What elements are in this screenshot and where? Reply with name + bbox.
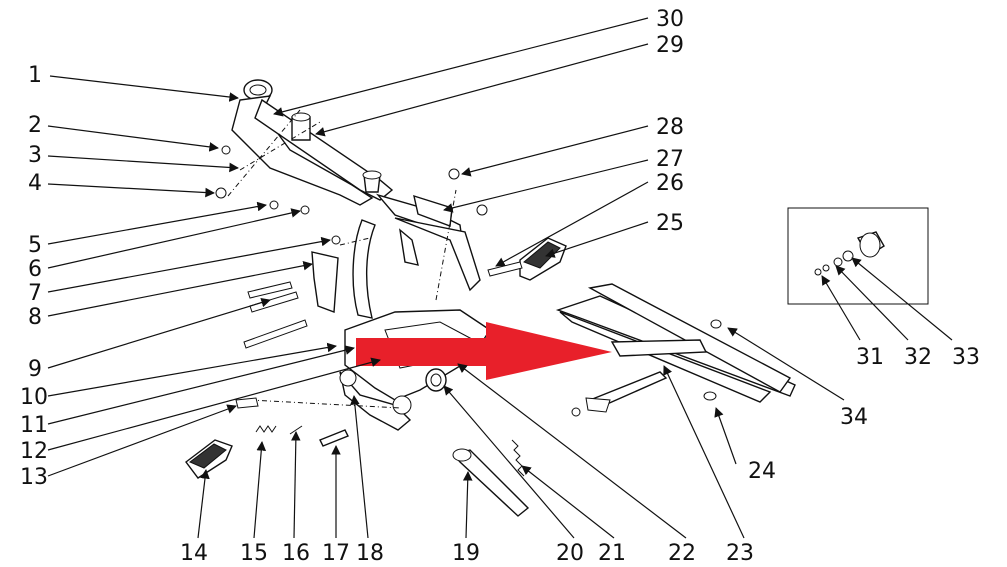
callout-2: 2 [28,113,42,138]
leader-lines [47,17,953,539]
callout-4: 4 [28,171,42,196]
callout-14: 14 [180,541,208,566]
callout-20: 20 [556,541,584,566]
callout-31: 31 [856,345,884,370]
detail-inset [787,207,929,305]
callout-1: 1 [28,63,42,88]
callout-3: 3 [28,143,42,168]
callout-15: 15 [240,541,268,566]
callout-27: 27 [656,147,684,172]
callout-13: 13 [20,465,48,490]
callout-23: 23 [726,541,754,566]
callout-17: 17 [322,541,350,566]
callout-21: 21 [598,541,626,566]
callout-labels: 1 2 3 4 5 6 7 8 9 10 11 12 13 14 15 16 1… [20,7,980,566]
callout-28: 28 [656,115,684,140]
main-frame [215,79,491,431]
callout-26: 26 [656,171,684,196]
left-footpeg [185,439,233,479]
callout-30: 30 [656,7,684,32]
callout-8: 8 [28,305,42,330]
callout-34: 34 [840,405,868,430]
swingarm [555,283,796,417]
callout-11: 11 [20,413,48,438]
callout-19: 19 [452,541,480,566]
callout-6: 6 [28,257,42,282]
callout-12: 12 [20,439,48,464]
small-parts [235,368,530,517]
callout-16: 16 [282,541,310,566]
highlight-arrow [356,322,612,380]
callout-29: 29 [656,33,684,58]
callout-33: 33 [952,345,980,370]
callout-25: 25 [656,211,684,236]
callout-32: 32 [904,345,932,370]
callout-5: 5 [28,233,42,258]
callout-10: 10 [20,385,48,410]
right-footpeg [487,237,567,281]
callout-18: 18 [356,541,384,566]
callout-9: 9 [28,357,42,382]
callout-7: 7 [28,281,42,306]
callout-24: 24 [748,459,776,484]
callout-22: 22 [668,541,696,566]
